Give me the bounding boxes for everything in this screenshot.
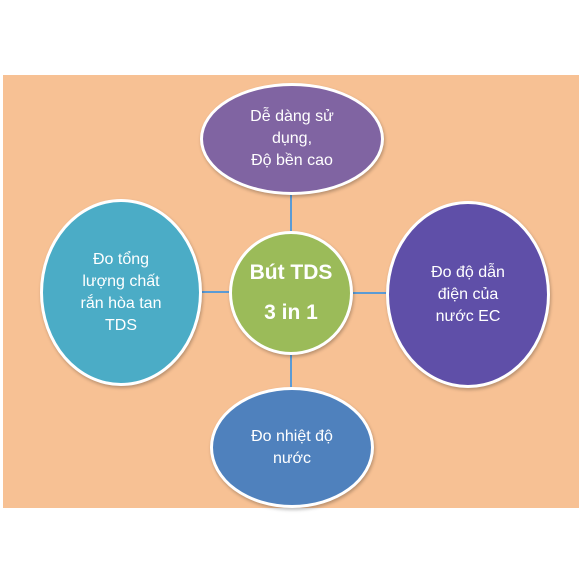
node-right-line-1: Đo độ dẫn — [431, 263, 505, 281]
node-total-dissolved-solids: Đo tổng lượng chất rắn hòa tan TDS — [40, 199, 202, 386]
node-top-line-1: Dễ dàng sử — [250, 108, 334, 125]
node-top-line-2: dụng, — [271, 130, 313, 147]
node-left-line-2: lượng chất — [82, 272, 160, 290]
node-bottom-line-2: nước — [272, 449, 312, 467]
node-center-tds-pen: Bút TDS 3 in 1 — [229, 231, 353, 355]
center-line-2: 3 in 1 — [264, 301, 318, 324]
node-left-line-4: TDS — [105, 316, 137, 334]
node-right-line-3: nước EC — [435, 307, 501, 325]
node-left-line-3: rắn hòa tan — [80, 294, 162, 312]
node-easy-to-use: Dễ dàng sử dụng, Độ bền cao — [200, 83, 384, 195]
node-right-line-2: điện của — [437, 285, 499, 303]
node-top-line-3: Độ bền cao — [251, 152, 333, 169]
node-conductivity-ec: Đo độ dẫn điện của nước EC — [386, 201, 550, 388]
node-left-line-1: Đo tổng — [92, 250, 150, 268]
node-bottom-line-1: Đo nhiệt độ — [251, 427, 333, 445]
center-line-1: Bút TDS — [249, 261, 333, 284]
node-water-temperature: Đo nhiệt độ nước — [210, 387, 374, 508]
